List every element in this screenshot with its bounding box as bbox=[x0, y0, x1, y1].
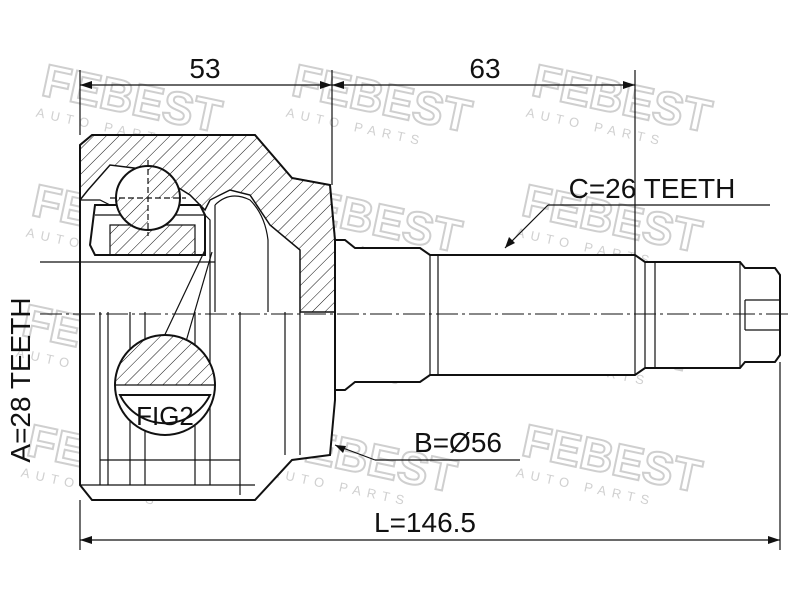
dimension-63-label: 63 bbox=[469, 53, 500, 84]
ball bbox=[110, 160, 186, 236]
diameter-label: B=Ø56 bbox=[414, 427, 502, 458]
teeth-inner-label: A=28 TEETH bbox=[5, 297, 36, 462]
shaft bbox=[334, 239, 781, 391]
diameter-callout: B=Ø56 bbox=[334, 427, 520, 461]
housing-section-hatch bbox=[79, 134, 336, 313]
dimension-63: 63 bbox=[332, 53, 636, 255]
fig2-detail: FIG2 bbox=[114, 249, 216, 436]
dimension-total-length: L=146.5 bbox=[79, 362, 781, 550]
teeth-outer-callout: C=26 TEETH bbox=[504, 173, 770, 249]
teeth-outer-label: C=26 TEETH bbox=[569, 173, 736, 204]
fig2-label: FIG2 bbox=[136, 401, 194, 431]
dimension-53-label: 53 bbox=[189, 53, 220, 84]
teeth-inner-callout: A=28 TEETH bbox=[5, 261, 215, 463]
total-length-label: L=146.5 bbox=[374, 507, 476, 538]
dimension-53: 53 bbox=[79, 53, 333, 185]
